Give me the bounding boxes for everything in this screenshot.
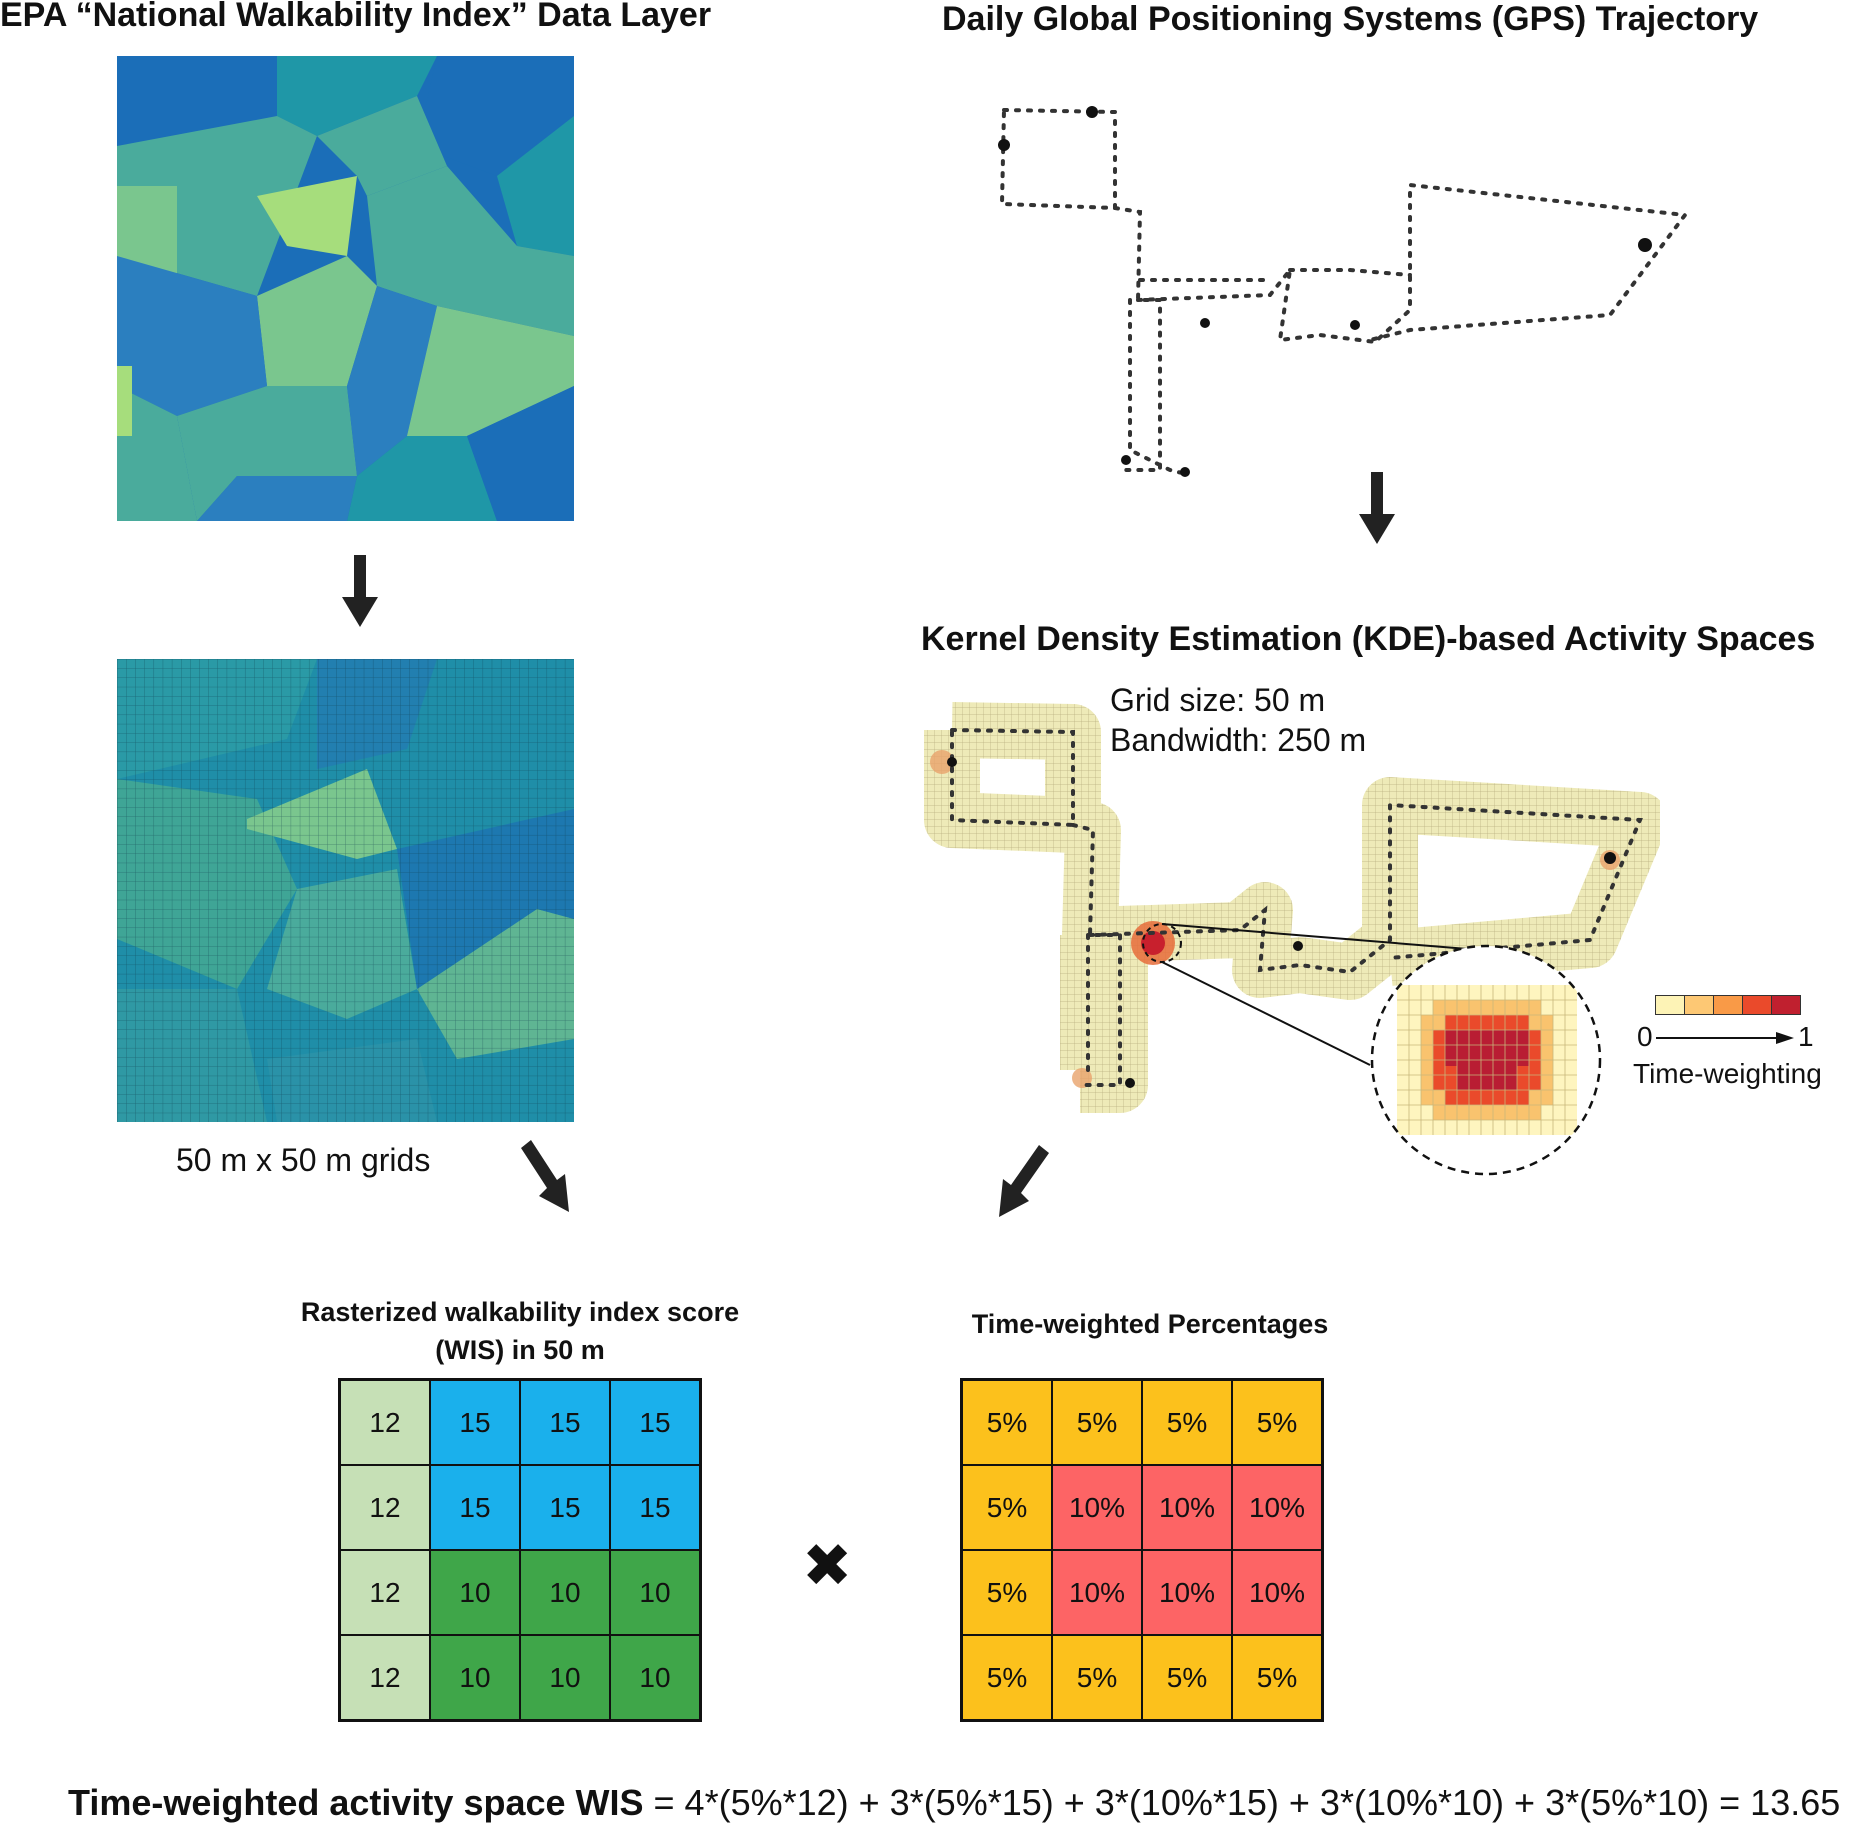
- pct-cell: 5%: [1232, 1380, 1322, 1465]
- wis-cell: 10: [610, 1550, 700, 1635]
- pct-cell: 5%: [1142, 1380, 1232, 1465]
- wis-cell: 12: [340, 1380, 430, 1465]
- wis-cell: 10: [610, 1635, 700, 1720]
- wis-cell: 10: [520, 1550, 610, 1635]
- arrow-right-icon: [1656, 1032, 1794, 1044]
- pct-cell: 5%: [1052, 1380, 1142, 1465]
- multiply-icon: ✖: [802, 1532, 853, 1599]
- wis-table-title-line2: (WIS) in 50 m: [435, 1335, 605, 1365]
- gps-title: Daily Global Positioning Systems (GPS) T…: [942, 0, 1759, 38]
- formula-expression: = 4*(5%*12) + 3*(5%*15) + 3*(10%*15) + 3…: [643, 1782, 1841, 1823]
- legend-min: 0: [1637, 1021, 1653, 1052]
- rasterized-walkability-map: [117, 659, 574, 1122]
- pct-cell: 5%: [962, 1380, 1052, 1465]
- wis-cell: 15: [610, 1380, 700, 1465]
- grid-caption: 50 m x 50 m grids: [176, 1142, 431, 1178]
- legend-swatch: [1772, 996, 1800, 1014]
- wis-cell: 12: [340, 1635, 430, 1720]
- kde-bandwidth: Bandwidth: 250 m: [1110, 722, 1367, 758]
- arrow-down-icon: [1359, 472, 1395, 544]
- legend-swatch: [1685, 996, 1714, 1014]
- wis-cell: 15: [520, 1465, 610, 1550]
- walkability-map: [117, 56, 574, 521]
- pct-cell: 10%: [1052, 1550, 1142, 1635]
- time-weighting-legend: 0 1 Time-weighting: [1630, 995, 1822, 1095]
- kde-activity-space: [924, 702, 1660, 1113]
- wis-formula: Time-weighted activity space WIS = 4*(5%…: [68, 1782, 1840, 1824]
- pct-cell: 10%: [1142, 1550, 1232, 1635]
- arrow-diagonal-icon: [999, 1145, 1049, 1217]
- kde-grid-size: Grid size: 50 m: [1110, 682, 1326, 718]
- kde-zoom-inset: [1370, 944, 1602, 1176]
- epa-title: EPA “National Walkability Index” Data La…: [0, 0, 712, 34]
- pct-table: 5%5%5%5%5%10%10%10%5%10%10%10%5%5%5%5%: [960, 1378, 1324, 1722]
- pct-cell: 10%: [1232, 1550, 1322, 1635]
- legend-swatch: [1743, 996, 1772, 1014]
- gps-trajectory: [998, 106, 1689, 477]
- pct-cell: 10%: [1052, 1465, 1142, 1550]
- legend-swatch: [1714, 996, 1743, 1014]
- wis-table-title: Rasterized walkability index score (WIS)…: [240, 1293, 800, 1369]
- wis-cell: 10: [520, 1635, 610, 1720]
- wis-cell: 12: [340, 1550, 430, 1635]
- pct-cell: 5%: [1142, 1635, 1232, 1720]
- arrow-down-icon: [342, 555, 378, 627]
- pct-cell: 5%: [962, 1465, 1052, 1550]
- kde-title: Kernel Density Estimation (KDE)-based Ac…: [921, 620, 1816, 658]
- wis-table-title-line1: Rasterized walkability index score: [300, 1297, 740, 1327]
- pct-cell: 5%: [962, 1550, 1052, 1635]
- arrow-diagonal-icon: [521, 1140, 569, 1212]
- pct-cell: 5%: [962, 1635, 1052, 1720]
- wis-cell: 15: [430, 1465, 520, 1550]
- legend-swatch: [1656, 996, 1685, 1014]
- pct-table-title: Time-weighted Percentages: [971, 1309, 1329, 1339]
- wis-cell: 10: [430, 1550, 520, 1635]
- wis-cell: 15: [610, 1465, 700, 1550]
- pct-cell: 5%: [1052, 1635, 1142, 1720]
- wis-cell: 12: [340, 1465, 430, 1550]
- pct-cell: 10%: [1142, 1465, 1232, 1550]
- formula-label: Time-weighted activity space WIS: [68, 1782, 644, 1823]
- pct-cell: 10%: [1232, 1465, 1322, 1550]
- legend-color-bar: [1655, 995, 1801, 1015]
- legend-max: 1: [1798, 1021, 1814, 1052]
- legend-label: Time-weighting: [1633, 1058, 1822, 1089]
- wis-cell: 15: [520, 1380, 610, 1465]
- wis-cell: 10: [430, 1635, 520, 1720]
- pct-cell: 5%: [1232, 1635, 1322, 1720]
- wis-cell: 15: [430, 1380, 520, 1465]
